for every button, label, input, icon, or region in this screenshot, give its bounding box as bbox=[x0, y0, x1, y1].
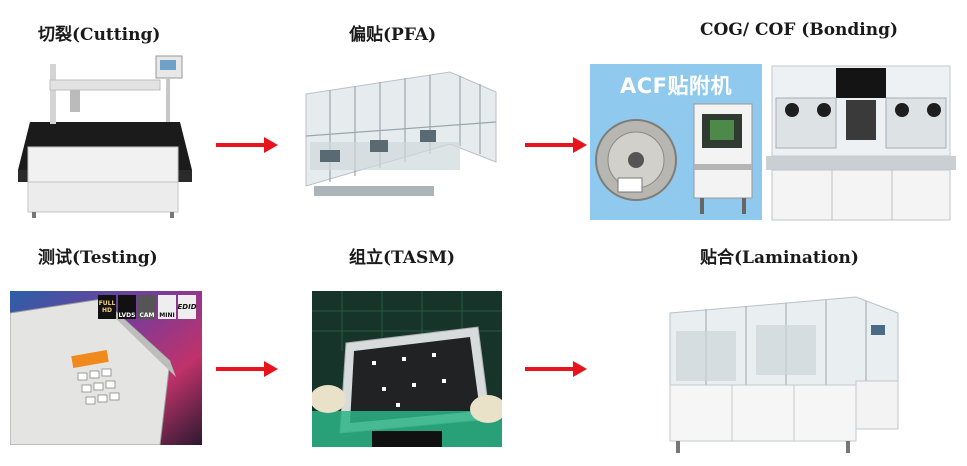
cutting-machine-image bbox=[10, 52, 192, 218]
testing-badge: LVDS bbox=[118, 295, 136, 319]
arrow-right-icon bbox=[525, 137, 587, 153]
step-label-pfa: 偏贴(PFA) bbox=[349, 25, 437, 45]
tasm-assembly-image bbox=[312, 291, 502, 447]
step-label-bonding: COG/ COF (Bonding) bbox=[700, 20, 899, 40]
pfa-line-image bbox=[300, 66, 500, 206]
arrow-right-icon bbox=[216, 137, 278, 153]
step-label-lamination: 贴合(Lamination) bbox=[700, 248, 859, 268]
arrow-right-icon bbox=[525, 361, 587, 377]
acf-machine-image: ACF贴附机 bbox=[590, 64, 762, 220]
step-label-testing: 测试(Testing) bbox=[38, 248, 158, 268]
step-label-cutting: 切裂(Cutting) bbox=[38, 25, 161, 45]
acf-caption: ACF贴附机 bbox=[619, 74, 732, 98]
testing-badge: EDID bbox=[178, 295, 197, 319]
bonding-machine-image bbox=[766, 64, 956, 224]
testing-badge: CAM bbox=[138, 295, 156, 319]
arrow-right-icon bbox=[216, 361, 278, 377]
testing-badge: FULL HD bbox=[98, 295, 116, 319]
testing-device-image: FULL HD LVDS CAM MINI EDID bbox=[10, 291, 202, 445]
step-label-tasm: 组立(TASM) bbox=[349, 248, 456, 268]
lamination-machine-image bbox=[666, 291, 900, 457]
testing-badge: MINI bbox=[158, 295, 176, 319]
